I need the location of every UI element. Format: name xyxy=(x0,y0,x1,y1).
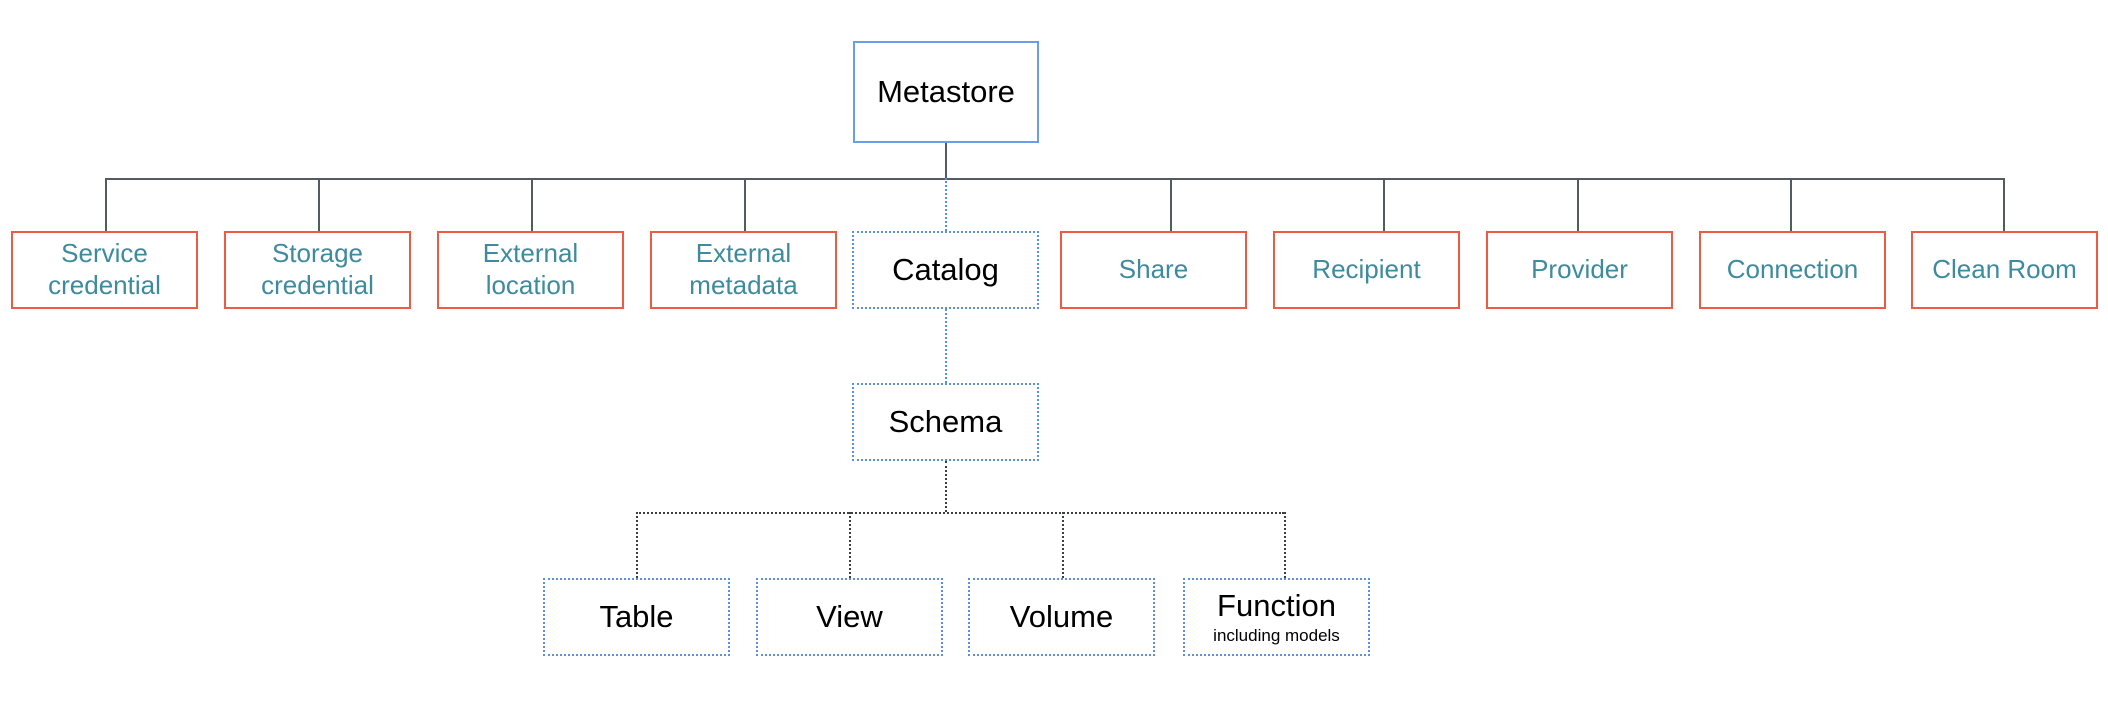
connector-schema-stem xyxy=(945,461,947,512)
node-external-location-label-line1: External xyxy=(482,238,579,269)
node-function-label: Function xyxy=(1217,588,1336,624)
connector-drop-storage-credential xyxy=(318,178,320,231)
node-schema-label: Schema xyxy=(888,404,1003,440)
node-clean-room-label: Clean Room xyxy=(1932,254,2077,285)
node-metastore-label: Metastore xyxy=(877,74,1015,110)
node-catalog-label: Catalog xyxy=(892,252,999,288)
connector-catalog-to-schema xyxy=(945,309,947,383)
node-metastore[interactable]: Metastore xyxy=(853,41,1039,143)
node-provider-label: Provider xyxy=(1531,254,1628,285)
connector-bus-level1 xyxy=(105,178,2003,180)
connector-drop-table xyxy=(636,512,638,578)
node-function[interactable]: Function including models xyxy=(1183,578,1370,656)
node-catalog[interactable]: Catalog xyxy=(852,231,1039,309)
connector-drop-view xyxy=(849,512,851,578)
connector-drop-clean-room xyxy=(2003,178,2005,231)
node-share[interactable]: Share xyxy=(1060,231,1247,309)
node-share-label: Share xyxy=(1118,254,1189,285)
node-schema[interactable]: Schema xyxy=(852,383,1039,461)
node-table[interactable]: Table xyxy=(543,578,730,656)
node-recipient-label: Recipient xyxy=(1312,254,1421,285)
node-table-label: Table xyxy=(599,599,674,635)
node-recipient[interactable]: Recipient xyxy=(1273,231,1460,309)
connector-metastore-stem xyxy=(945,143,947,179)
node-external-metadata-label-line2: metadata xyxy=(689,270,798,300)
node-external-metadata[interactable]: External metadata xyxy=(650,231,837,309)
node-service-credential-label-line2: credential xyxy=(48,270,161,300)
connector-drop-catalog xyxy=(945,178,947,231)
node-service-credential[interactable]: Service credential xyxy=(11,231,198,309)
connector-drop-function xyxy=(1284,512,1286,578)
node-volume-label: Volume xyxy=(1009,599,1114,635)
connector-drop-external-metadata xyxy=(744,178,746,231)
node-view-label: View xyxy=(816,599,883,635)
node-external-location[interactable]: External location xyxy=(437,231,624,309)
node-storage-credential-label-line1: Storage xyxy=(271,238,364,269)
connector-drop-connection xyxy=(1790,178,1792,231)
node-storage-credential[interactable]: Storage credential xyxy=(224,231,411,309)
node-view[interactable]: View xyxy=(756,578,943,656)
connector-drop-volume xyxy=(1062,512,1064,578)
node-storage-credential-label-line2: credential xyxy=(261,270,374,300)
connector-drop-external-location xyxy=(531,178,533,231)
node-function-sublabel: including models xyxy=(1213,626,1340,646)
node-service-credential-label-line1: Service xyxy=(61,238,148,269)
node-external-metadata-label-line1: External xyxy=(695,238,792,269)
connector-drop-provider xyxy=(1577,178,1579,231)
connector-drop-service-credential xyxy=(105,178,107,231)
node-external-location-label-line2: location xyxy=(485,270,576,300)
node-connection[interactable]: Connection xyxy=(1699,231,1886,309)
node-connection-label: Connection xyxy=(1726,254,1859,285)
connector-drop-share xyxy=(1170,178,1172,231)
node-volume[interactable]: Volume xyxy=(968,578,1155,656)
node-provider[interactable]: Provider xyxy=(1486,231,1673,309)
connector-drop-recipient xyxy=(1383,178,1385,231)
node-clean-room[interactable]: Clean Room xyxy=(1911,231,2098,309)
connector-bus-level3 xyxy=(636,512,1284,514)
